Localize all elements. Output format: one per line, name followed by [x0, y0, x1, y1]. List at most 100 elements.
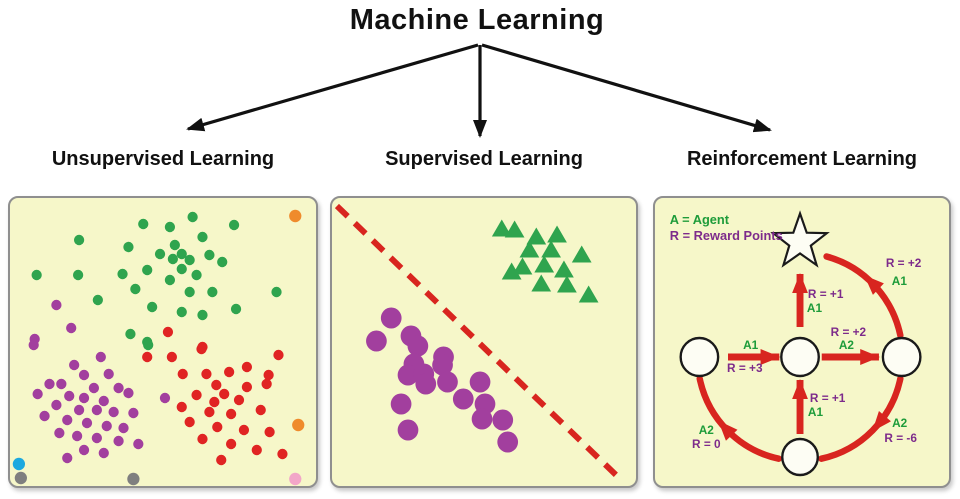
class-circle-marker — [492, 409, 514, 431]
scatter-red-dot — [212, 421, 223, 433]
scatter-green-dot — [217, 256, 228, 268]
scatter-purple-dot — [123, 387, 134, 399]
supervised-panel — [330, 196, 638, 488]
class-triangle-marker — [504, 220, 525, 238]
decision-boundary-dashed-line — [334, 203, 623, 482]
scatter-green-dot — [204, 249, 215, 261]
scatter-red-dot — [251, 444, 262, 456]
scatter-green-dot — [176, 306, 187, 318]
scatter-blue-dot — [12, 457, 26, 471]
scatter-green-dot — [167, 253, 179, 265]
scatter-red-dot — [238, 424, 250, 436]
scatter-orange-dot — [289, 209, 302, 223]
class-triangle-marker — [519, 240, 540, 258]
scatter-purple-dot — [91, 404, 102, 416]
classification-plot — [334, 203, 623, 482]
scatter-purple-dot — [118, 422, 129, 434]
scatter-purple-dot — [69, 359, 80, 371]
scatter-purple-dot — [113, 382, 124, 394]
reward-label: R = -6 — [884, 431, 917, 445]
scatter-red-dot — [273, 349, 284, 361]
arc-arrowhead — [864, 275, 884, 295]
scatter-purple-dot — [78, 392, 90, 404]
reward-label: R = +2 — [886, 256, 922, 270]
scatter-red-dot — [241, 381, 253, 393]
scatter-gray-dot — [14, 471, 27, 485]
scatter-green-dot — [125, 328, 136, 340]
class-circle-marker — [469, 371, 491, 393]
class-triangle-marker — [557, 275, 577, 293]
scatter-red-dot — [184, 416, 195, 428]
scatter-red-dot — [166, 351, 178, 363]
scatter-green-dot — [142, 264, 153, 276]
scatter-green-dot — [154, 248, 166, 260]
scatter-red-dot — [204, 406, 215, 418]
action-label: A2 — [892, 416, 907, 430]
scatter-purple-dot — [73, 404, 85, 416]
scatter-green-dot — [147, 301, 158, 313]
scatter-red-dot — [261, 378, 272, 390]
scatter-green-dot — [207, 286, 218, 298]
scatter-green-dot — [31, 269, 42, 281]
scatter-red-dot — [191, 389, 202, 401]
page-title: Machine Learning — [349, 4, 605, 36]
class-triangle-marker — [554, 260, 574, 278]
scatter-green-dot — [164, 274, 176, 286]
scatter-green-dot — [138, 218, 149, 230]
scatter-purple-dot — [95, 351, 106, 363]
scatter-purple-dot — [32, 388, 43, 400]
arc-arrowhead — [872, 411, 891, 432]
scatter-purple-dot — [51, 399, 62, 411]
scatter-green-dot — [197, 309, 208, 321]
action-label: A1 — [808, 405, 823, 419]
scatter-green-dot — [164, 221, 176, 233]
class-triangle-marker — [501, 262, 522, 280]
scatter-green-dot — [187, 211, 198, 223]
scatter-red-dot — [142, 351, 153, 363]
action-label: A2 — [699, 423, 714, 437]
scatter-green-dot — [197, 231, 208, 243]
state-node — [780, 336, 820, 378]
scatter-green-dot — [117, 268, 128, 280]
action-label: A1 — [743, 338, 758, 352]
scatter-purple-dot — [88, 382, 100, 394]
scatter-green-dot — [123, 241, 134, 253]
scatter-red-dot — [277, 448, 288, 460]
state-node — [679, 336, 720, 378]
class-circle-marker — [390, 393, 412, 415]
scatter-pink-dot — [289, 472, 302, 486]
scatter-purple-dot — [98, 447, 109, 459]
scatter-purple-dot — [78, 369, 90, 381]
scatter-red-dot — [216, 454, 227, 466]
scatter-red-dot — [201, 368, 212, 380]
action-label: A1 — [807, 301, 822, 315]
action-label: A1 — [892, 274, 907, 288]
scatter-purple-dot — [39, 410, 50, 422]
state-node — [781, 437, 819, 477]
reward-label: R = 0 — [692, 437, 721, 451]
class-circle-marker — [452, 388, 474, 410]
goal-star — [770, 210, 830, 268]
class-circle-marker — [407, 335, 429, 357]
class-triangle-marker — [534, 255, 555, 273]
scatter-green-dot — [176, 248, 187, 260]
class-circle-marker — [432, 354, 453, 376]
scatter-red-dot — [225, 408, 237, 420]
class-triangle-marker — [578, 285, 599, 303]
scatter-red-dot — [224, 366, 235, 378]
transition-arc — [818, 375, 904, 462]
class-circle-marker — [415, 373, 437, 395]
class-circle-marker — [497, 431, 519, 453]
scatter-green-dot — [130, 283, 141, 295]
scatter-purple-dot — [64, 390, 75, 402]
class-triangle-marker — [526, 227, 547, 245]
class-circle-marker — [366, 330, 387, 352]
scatter-red-dot — [241, 361, 253, 373]
class-circle-marker — [380, 307, 402, 329]
scatter-purple-dot — [108, 406, 119, 418]
scatter-purple-dot — [44, 378, 55, 390]
legend-agent: A = Agent — [670, 212, 730, 227]
reward-label: R = +1 — [810, 391, 846, 405]
label-unsupervised-learning: Unsupervised Learning — [51, 148, 275, 170]
